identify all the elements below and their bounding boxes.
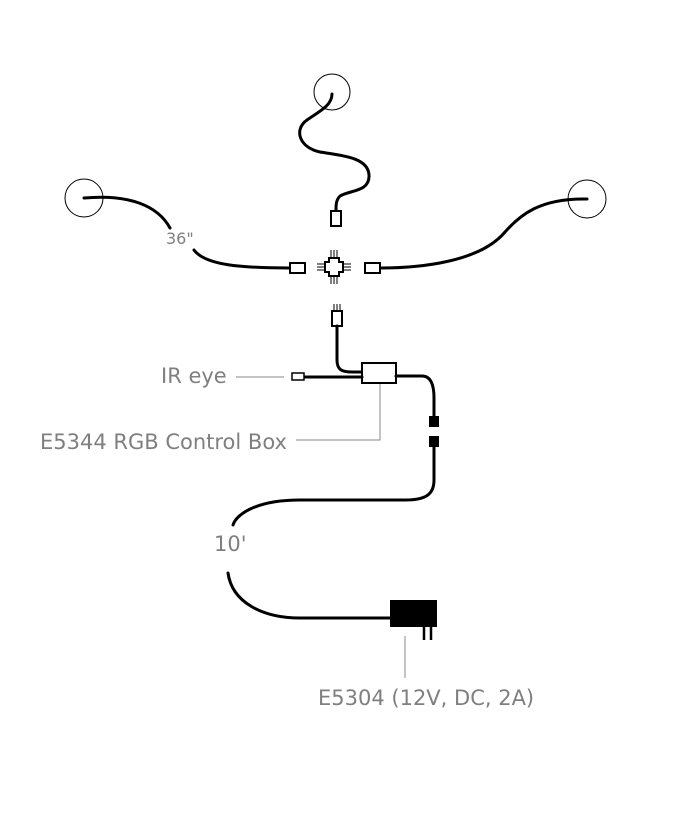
- inline-connector-upper: [429, 416, 439, 427]
- wire-top-light: [298, 92, 371, 212]
- ir-eye-label: IR eye: [161, 364, 227, 388]
- connector-right-plug: [364, 262, 381, 274]
- control-box-leader: [296, 384, 381, 441]
- power-supply-prongs: [422, 627, 433, 640]
- connector-left-plug: [289, 262, 306, 274]
- wire-right-light: [378, 197, 589, 270]
- connector-control-lead: [331, 304, 343, 327]
- inline-connector-lower: [429, 436, 439, 447]
- puck-light-top: [313, 73, 351, 111]
- cable-length-36-label: 36": [166, 229, 194, 248]
- connector-top-plug: [330, 210, 342, 227]
- wire-control-to-inline: [394, 374, 436, 418]
- wire-left-light: [82, 195, 172, 230]
- control-box: [361, 362, 397, 384]
- power-supply-adapter: [390, 600, 437, 627]
- wire-control-lead: [335, 324, 364, 374]
- wire-power-cable-lower: [226, 571, 392, 620]
- control-box-label: E5344 RGB Control Box: [40, 430, 287, 454]
- wire-left-light-lower: [192, 248, 292, 270]
- power-supply-label: E5304 (12V, DC, 2A): [318, 686, 534, 710]
- wire-power-cable-upper: [231, 445, 436, 527]
- cable-length-10ft-label: 10': [214, 532, 247, 556]
- splitter-hub: [317, 250, 351, 284]
- ir-eye-sensor: [291, 372, 305, 381]
